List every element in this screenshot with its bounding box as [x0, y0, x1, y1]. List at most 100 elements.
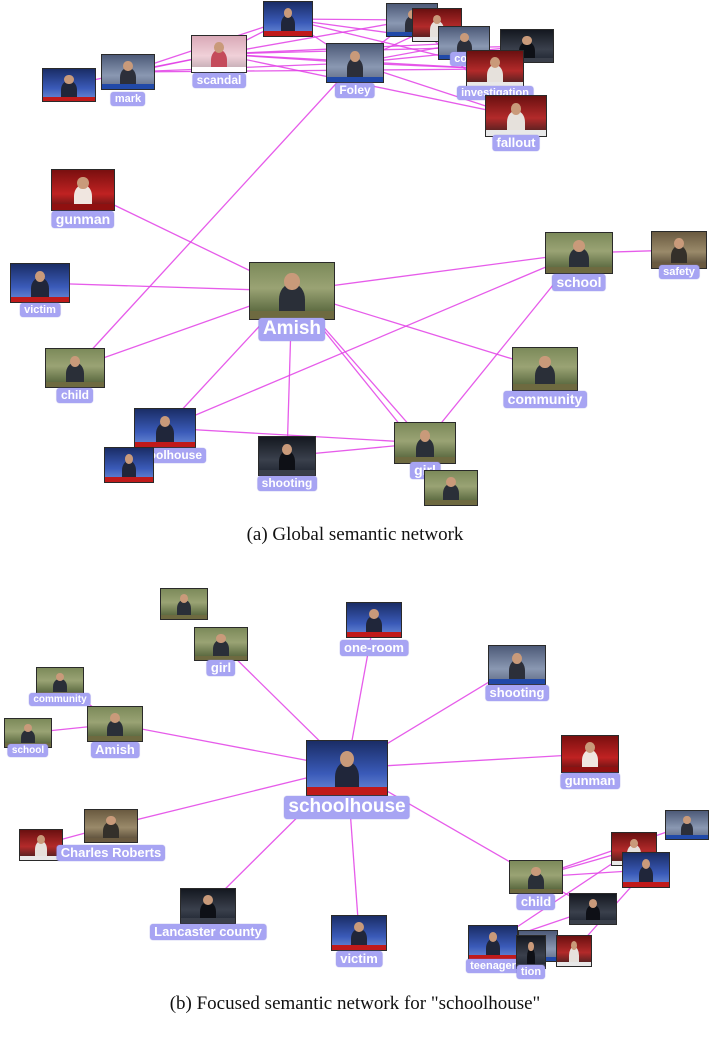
- video-keyframe-thumbnail: [258, 436, 316, 476]
- video-keyframe-thumbnail: [516, 935, 546, 969]
- node-label: fallout: [492, 135, 540, 152]
- node-label: school: [552, 274, 606, 292]
- node-label: shooting: [257, 476, 317, 492]
- video-keyframe-thumbnail: [622, 852, 670, 888]
- node-thumbnail-f-c4[interactable]: [569, 893, 617, 925]
- video-keyframe-thumbnail: [556, 935, 592, 967]
- video-keyframe-thumbnail: [466, 50, 524, 88]
- node-label: community: [503, 391, 587, 409]
- node-label: shooting: [485, 685, 549, 702]
- node-school[interactable]: school: [545, 232, 613, 292]
- video-keyframe-thumbnail: [485, 95, 547, 137]
- node-thumbnail-f-redleft[interactable]: [19, 829, 63, 861]
- node-thumbnail-f-c2[interactable]: [665, 810, 709, 840]
- video-keyframe-thumbnail: [45, 348, 105, 388]
- edge-g-school-g-amish: [291, 252, 580, 292]
- video-keyframe-thumbnail: [160, 588, 208, 620]
- video-keyframe-thumbnail: [500, 29, 554, 63]
- node-label: safety: [659, 265, 699, 280]
- video-keyframe-thumbnail: [488, 645, 546, 685]
- video-keyframe-thumbnail: [101, 54, 155, 90]
- node-label: mark: [110, 92, 146, 107]
- node-label: girl: [206, 660, 236, 677]
- node-girl[interactable]: girl: [194, 627, 248, 678]
- node-lancaster-county[interactable]: Lancaster county: [150, 888, 266, 941]
- node-thumbnail-g-left[interactable]: [42, 68, 96, 102]
- video-keyframe-thumbnail: [194, 627, 248, 661]
- node-child[interactable]: child: [45, 348, 105, 404]
- video-keyframe-thumbnail: [191, 35, 247, 73]
- node-amish[interactable]: Amish: [249, 262, 335, 343]
- video-keyframe-thumbnail: [346, 602, 402, 638]
- video-keyframe-thumbnail: [509, 860, 563, 894]
- video-keyframe-thumbnail: [306, 740, 388, 796]
- node-gunman[interactable]: gunman: [560, 735, 620, 790]
- video-keyframe-thumbnail: [249, 262, 335, 320]
- video-keyframe-thumbnail: [561, 735, 619, 773]
- node-thumbnail-g-extra[interactable]: [104, 447, 154, 483]
- node-label: Amish: [258, 318, 326, 341]
- node-victim[interactable]: victim: [10, 263, 70, 318]
- node-thumbnail-f-t3[interactable]: [556, 935, 592, 967]
- node-shooting[interactable]: shooting: [485, 645, 549, 702]
- video-keyframe-thumbnail: [569, 893, 617, 925]
- node-thumbnail-g-girl2[interactable]: [424, 470, 478, 506]
- video-keyframe-thumbnail: [87, 706, 143, 742]
- node-child[interactable]: child: [509, 860, 563, 911]
- node-school[interactable]: school: [4, 718, 52, 762]
- video-keyframe-thumbnail: [512, 347, 578, 391]
- video-keyframe-thumbnail: [326, 43, 384, 83]
- node-thumbnail-g-top1[interactable]: [263, 1, 313, 37]
- node-label: Amish: [91, 742, 139, 759]
- cut-off-footer-text: [0, 1036, 710, 1045]
- node-label: child: [516, 894, 556, 911]
- caption-global-network: (a) Global semantic network: [246, 524, 464, 545]
- edge-g-foley-g-child: [74, 62, 356, 369]
- node-shooting[interactable]: shooting: [257, 436, 317, 492]
- edge-g-school-g-schoolhouse: [164, 252, 580, 429]
- node-community[interactable]: community: [503, 347, 587, 409]
- node-label: tion: [516, 965, 546, 980]
- video-keyframe-thumbnail: [104, 447, 154, 483]
- node-thumbnail-g-top5[interactable]: [500, 29, 554, 63]
- node-amish[interactable]: Amish: [87, 706, 143, 759]
- video-keyframe-thumbnail: [263, 1, 313, 37]
- node-label: Foley: [335, 83, 375, 99]
- node-con[interactable]: con: [438, 26, 490, 75]
- node-victim[interactable]: victim: [331, 915, 387, 968]
- node-label: victim: [336, 951, 382, 968]
- node-mark[interactable]: mark: [101, 54, 155, 107]
- node-community[interactable]: community: [29, 667, 91, 711]
- node-foley[interactable]: Foley: [326, 43, 384, 99]
- node-charles-roberts[interactable]: Charles Roberts: [56, 809, 166, 862]
- node-tion[interactable]: tion: [516, 935, 546, 984]
- node-label: Charles Roberts: [56, 845, 166, 862]
- video-keyframe-thumbnail: [19, 829, 63, 861]
- node-label: schoolhouse: [284, 796, 410, 819]
- node-thumbnail-f-c3[interactable]: [622, 852, 670, 888]
- node-one-room[interactable]: one-room: [340, 602, 408, 657]
- node-scandal[interactable]: scandal: [191, 35, 247, 89]
- video-keyframe-thumbnail: [331, 915, 387, 951]
- node-teenager[interactable]: teenager: [466, 925, 520, 976]
- video-keyframe-thumbnail: [424, 470, 478, 506]
- node-label: victim: [20, 303, 60, 318]
- node-label: school: [7, 744, 49, 757]
- node-thumbnail-f-tl[interactable]: [160, 588, 208, 620]
- node-label: scandal: [192, 73, 246, 89]
- video-keyframe-thumbnail: [665, 810, 709, 840]
- caption-focused-network: (b) Focused semantic network for "school…: [169, 993, 541, 1014]
- node-safety[interactable]: safety: [651, 231, 707, 284]
- edge-g-mark-g-investigation: [127, 68, 496, 73]
- node-schoolhouse[interactable]: schoolhouse: [284, 740, 410, 819]
- video-keyframe-thumbnail: [10, 263, 70, 303]
- video-keyframe-thumbnail: [394, 422, 456, 464]
- video-keyframe-thumbnail: [180, 888, 236, 924]
- node-fallout[interactable]: fallout: [485, 95, 547, 154]
- node-label: one-room: [340, 640, 408, 657]
- node-label: gunman: [560, 773, 620, 790]
- node-label: gunman: [51, 211, 115, 229]
- node-gunman[interactable]: gunman: [51, 169, 115, 229]
